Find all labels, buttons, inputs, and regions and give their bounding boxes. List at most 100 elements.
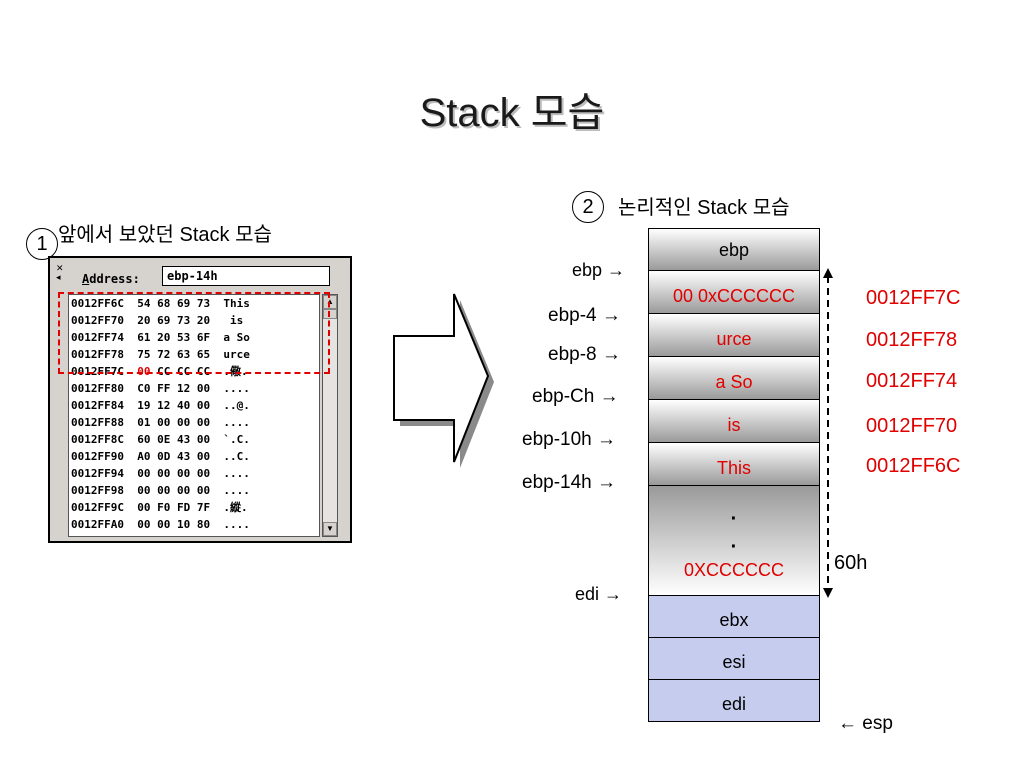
memory-row-ascii: This bbox=[223, 297, 250, 310]
size-arrow-icon bbox=[823, 268, 833, 598]
memory-row-byte-highlight: 00 bbox=[137, 365, 151, 378]
stack-cell-ebx: ebx bbox=[648, 596, 820, 638]
memory-row: 0012FF7C 00 CC CC CC .儆. bbox=[71, 365, 248, 379]
pointer-ebp-4-label: ebp-4 bbox=[548, 305, 597, 326]
stack-cell-ebp-8: urce bbox=[648, 314, 820, 357]
memory-row: 0012FF88 01 00 00 00 .... bbox=[71, 416, 250, 430]
stack-cell-ebp-14h: This bbox=[648, 443, 820, 486]
memory-row-ascii: .... bbox=[223, 484, 250, 497]
memory-row-bytes: 00 00 00 00 bbox=[137, 467, 211, 480]
memory-row-ascii: .... bbox=[223, 518, 250, 531]
memory-row-address: 0012FF70 bbox=[71, 314, 124, 327]
memory-row-bytes: C0 FF 12 00 bbox=[137, 382, 211, 395]
memory-row-address: 0012FF90 bbox=[71, 450, 124, 463]
pointer-edi-label: edi bbox=[575, 584, 600, 604]
memory-row: 0012FF78 75 72 63 65 urce bbox=[71, 348, 250, 362]
memory-dump: 0012FF6C 54 68 69 73 This 0012FF70 20 69 … bbox=[68, 294, 320, 537]
stack-top-border bbox=[648, 228, 820, 229]
memory-row: 0012FF98 00 00 00 00 .... bbox=[71, 484, 250, 498]
ellipsis-dot: · bbox=[730, 508, 738, 530]
stack-cell-ebp: ebp bbox=[648, 229, 820, 271]
memory-row: 0012FF80 C0 FF 12 00 .... bbox=[71, 382, 250, 396]
memory-row-address: 0012FF6C bbox=[71, 297, 124, 310]
pointer-esp-label: esp bbox=[862, 713, 893, 734]
memory-row-bytes: 54 68 69 73 bbox=[137, 297, 211, 310]
memory-row-bytes: 00 F0 FD 7F bbox=[137, 501, 211, 514]
memory-row-bytes: 75 72 63 65 bbox=[137, 348, 211, 361]
right-panel-label: 논리적인 Stack 모습 bbox=[618, 197, 790, 219]
stack-cell-locals: · · 0XCCCCCC bbox=[648, 486, 820, 596]
pointer-ebp-ch: ebp-Ch → bbox=[532, 386, 619, 407]
address-label: Address: bbox=[82, 272, 140, 286]
memory-row: 0012FF70 20 69 73 20 is bbox=[71, 314, 250, 328]
address-label-3: 0012FF70 bbox=[866, 415, 958, 437]
memory-row-address: 0012FF8C bbox=[71, 433, 124, 446]
memory-row-bytes: 19 12 40 00 bbox=[137, 399, 211, 412]
memory-row-bytes: 60 0E 43 00 bbox=[137, 433, 211, 446]
stack-cell-ebp-10h: is bbox=[648, 400, 820, 443]
memory-row: 0012FF94 00 00 00 00 .... bbox=[71, 467, 250, 481]
memory-row-ascii: .儆. bbox=[223, 365, 248, 378]
pointer-ebp-8: ebp-8 → bbox=[548, 344, 621, 365]
stack-cell-edi: edi bbox=[648, 680, 820, 722]
memory-row-bytes: 20 69 73 20 bbox=[137, 314, 211, 327]
pointer-ebp-label: ebp bbox=[572, 260, 603, 280]
size-label: 60h bbox=[834, 552, 868, 574]
memory-row-ascii: a So bbox=[223, 331, 250, 344]
memory-row-bytes: 00 00 10 80 bbox=[137, 518, 211, 531]
pointer-ebp-14h: ebp-14h → bbox=[522, 472, 617, 493]
address-label-4: 0012FF6C bbox=[866, 455, 961, 477]
memory-row-ascii: .縱. bbox=[223, 501, 248, 514]
address-label-1: 0012FF78 bbox=[866, 329, 958, 351]
right-arrow-icon bbox=[393, 293, 494, 468]
memory-row-ascii: .... bbox=[223, 382, 250, 395]
pointer-ebp-14h-label: ebp-14h bbox=[522, 472, 592, 493]
highlight-box bbox=[58, 292, 330, 374]
step-number-1: 1 bbox=[26, 228, 58, 260]
stack-cell-ebp-4: 00 0xCCCCCC bbox=[648, 271, 820, 314]
scroll-down-icon[interactable]: ▼ bbox=[323, 522, 337, 536]
memory-row-address: 0012FFA0 bbox=[71, 518, 124, 531]
pointer-ebp-10h-label: ebp-10h bbox=[522, 429, 592, 450]
memory-row: 0012FF84 19 12 40 00 ..@. bbox=[71, 399, 250, 413]
memory-row-ascii: ..C. bbox=[223, 450, 250, 463]
address-label-accel: A bbox=[82, 272, 90, 286]
memory-row-address: 0012FF84 bbox=[71, 399, 124, 412]
page-title: Stack 모습 bbox=[419, 91, 605, 135]
memory-row-address: 0012FF74 bbox=[71, 331, 124, 344]
memory-row-address: 0012FF78 bbox=[71, 348, 124, 361]
memory-row: 0012FF8C 60 0E 43 00 `.C. bbox=[71, 433, 250, 447]
memory-row-ascii: ..@. bbox=[223, 399, 250, 412]
pointer-ebp-4: ebp-4 → bbox=[548, 305, 621, 326]
memory-row-address: 0012FF94 bbox=[71, 467, 124, 480]
address-bar: ✕◂ Address: ebp-14h bbox=[54, 262, 346, 290]
memory-row: 0012FF74 61 20 53 6F a So bbox=[71, 331, 250, 345]
stack-cell-ebp-c: a So bbox=[648, 357, 820, 400]
address-input[interactable]: ebp-14h bbox=[162, 266, 330, 286]
memory-row-address: 0012FF80 bbox=[71, 382, 124, 395]
pointer-ebp-8-label: ebp-8 bbox=[548, 344, 597, 365]
address-label-text: ddress: bbox=[89, 272, 140, 286]
memory-row: 0012FFA0 00 00 10 80 .... bbox=[71, 518, 250, 532]
memory-row: 0012FF9C 00 F0 FD 7F .縱. bbox=[71, 501, 248, 515]
memory-window: ✕◂ Address: ebp-14h 0012FF6C 54 68 69 73… bbox=[48, 256, 352, 543]
memory-row: 0012FF90 A0 0D 43 00 ..C. bbox=[71, 450, 250, 464]
memory-row-bytes: 01 00 00 00 bbox=[137, 416, 211, 429]
memory-row-address: 0012FF88 bbox=[71, 416, 124, 429]
memory-row-bytes: 00 00 00 00 bbox=[137, 484, 211, 497]
memory-row-bytes: 61 20 53 6F bbox=[137, 331, 211, 344]
memory-row-ascii: is bbox=[223, 314, 250, 327]
scrollbar[interactable]: ▲ ▼ bbox=[322, 294, 338, 537]
step-number-2: 2 bbox=[572, 191, 604, 223]
memory-row-address: 0012FF98 bbox=[71, 484, 124, 497]
scroll-thumb[interactable] bbox=[323, 309, 337, 319]
pointer-ebp-ch-label: ebp-Ch bbox=[532, 386, 595, 407]
memory-row-bytes: A0 0D 43 00 bbox=[137, 450, 211, 463]
locals-fill-value: 0XCCCCCC bbox=[683, 560, 784, 580]
close-icon[interactable]: ✕◂ bbox=[56, 263, 64, 282]
ellipsis-dot: · bbox=[730, 536, 738, 558]
memory-row-ascii: .... bbox=[223, 467, 250, 480]
memory-row-ascii: `.C. bbox=[223, 433, 250, 446]
memory-row-bytes: CC CC CC bbox=[150, 365, 211, 378]
memory-row-address: 0012FF7C bbox=[71, 365, 124, 378]
